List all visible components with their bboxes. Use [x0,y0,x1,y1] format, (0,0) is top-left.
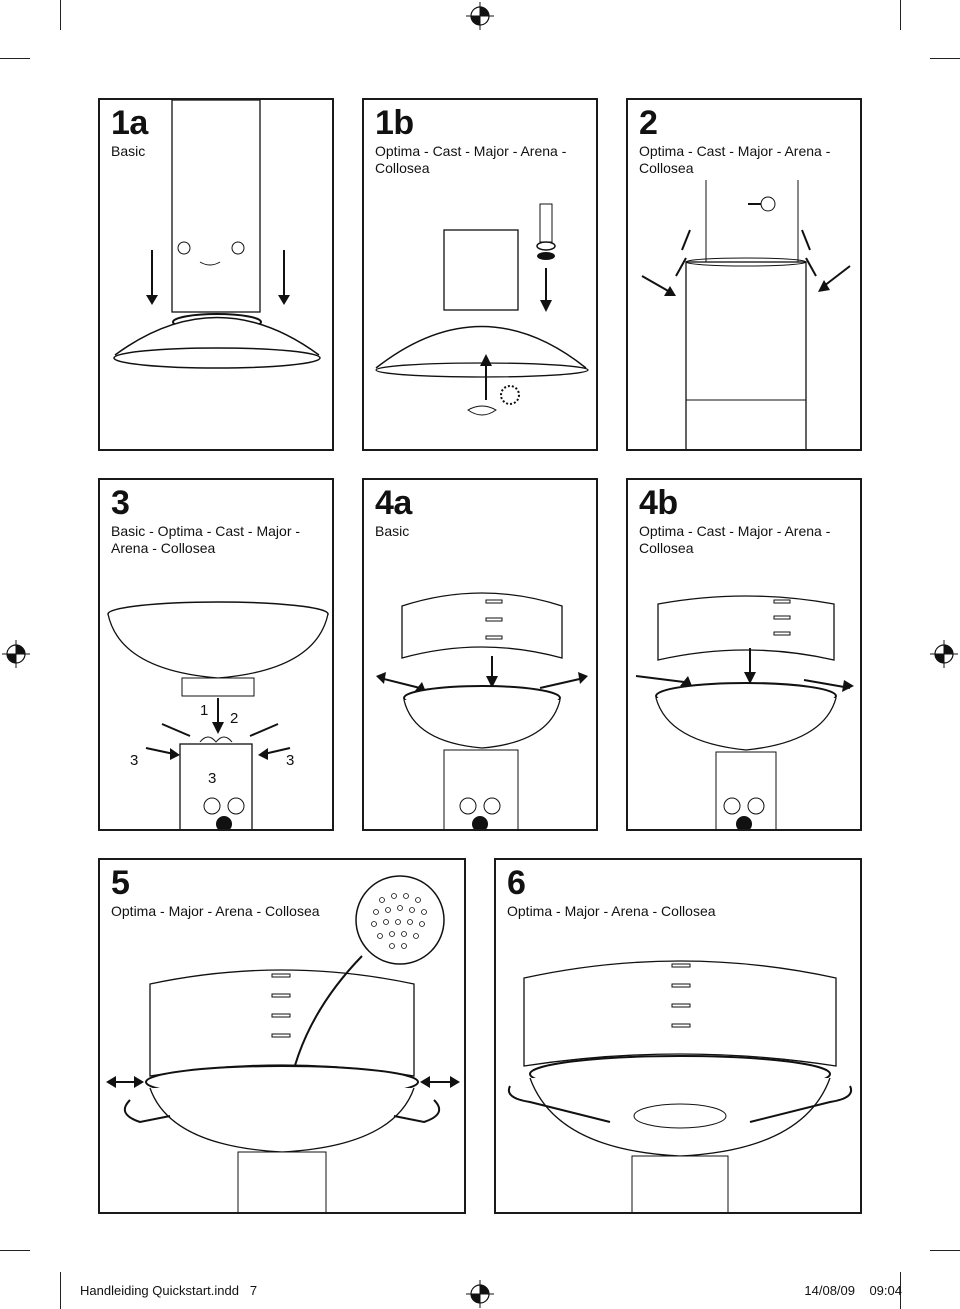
step-models: Basic [375,523,410,539]
step-number: 6 [507,864,526,902]
step-panel-2: 2 Optima - Cast - Major - Arena - Collos… [626,98,862,451]
step-number: 2 [639,104,658,142]
step-number: 4b [639,484,678,522]
footer-page-number: 7 [249,1283,258,1298]
part-label: 3 [130,752,139,769]
step-3-illustration [107,601,329,829]
crop-mark [900,1272,901,1309]
crop-mark [900,0,901,30]
step-models: Optima - Major - Arena - Collosea [111,903,320,919]
registration-mark-icon [2,640,30,668]
footer-file-name: Handleiding Quickstart.indd [80,1283,239,1298]
crop-mark [0,58,30,59]
step-models: Basic [111,143,146,159]
step-panel-5: 5 Optima - Major - Arena - Collosea [98,858,466,1214]
step-6-illustration [508,960,852,1212]
step-number: 1b [375,104,414,142]
step-models: Optima - Cast - Major - Arena - Collosea [639,523,831,556]
part-label: 3 [208,770,217,787]
step-models: Optima - Cast - Major - Arena - Collosea [639,143,831,176]
step-models: Optima - Cast - Major - Arena - Collosea [375,143,567,176]
step-models: Basic - Optima - Cast - Major - Arena - … [111,523,301,556]
step-4b-illustration [635,595,854,829]
step-panel-4b: 4b Optima - Cast - Major - Arena - Collo… [626,478,862,831]
step-panel-1a: 1a Basic [98,98,334,451]
step-1a-illustration [113,100,321,369]
step-1b-illustration [375,203,589,416]
step-panel-4a: 4a Basic [362,478,598,831]
step-panel-6: 6 Optima - Major - Arena - Collosea [494,858,862,1214]
footer-timestamp: 14/08/09 09:04 [804,1283,902,1298]
step-number: 5 [111,864,130,902]
step-number: 1a [111,104,148,142]
registration-mark-icon [466,2,494,30]
crop-mark [930,58,960,59]
part-label: 2 [230,710,239,727]
crop-mark [930,1250,960,1251]
step-panel-3: 3 Basic - Optima - Cast - Major - Arena … [98,478,334,831]
step-panel-1b: 1b Optima - Cast - Major - Arena - Collo… [362,98,598,451]
step-number: 3 [111,484,130,522]
footer-time: 09:04 [869,1283,902,1298]
step-5-illustration [106,875,460,1212]
registration-mark-icon [466,1280,494,1308]
part-label: 1 [200,702,209,719]
step-4a-illustration [376,592,588,829]
crop-mark [60,1272,61,1309]
footer-file-info: Handleiding Quickstart.indd 7 [80,1283,257,1298]
step-2-illustration [641,180,851,449]
part-label: 3 [286,752,295,769]
step-models: Optima - Major - Arena - Collosea [507,903,716,919]
registration-mark-icon [930,640,958,668]
crop-mark [60,0,61,30]
step-number: 4a [375,484,412,522]
crop-mark [0,1250,30,1251]
footer-date: 14/08/09 [804,1283,855,1298]
